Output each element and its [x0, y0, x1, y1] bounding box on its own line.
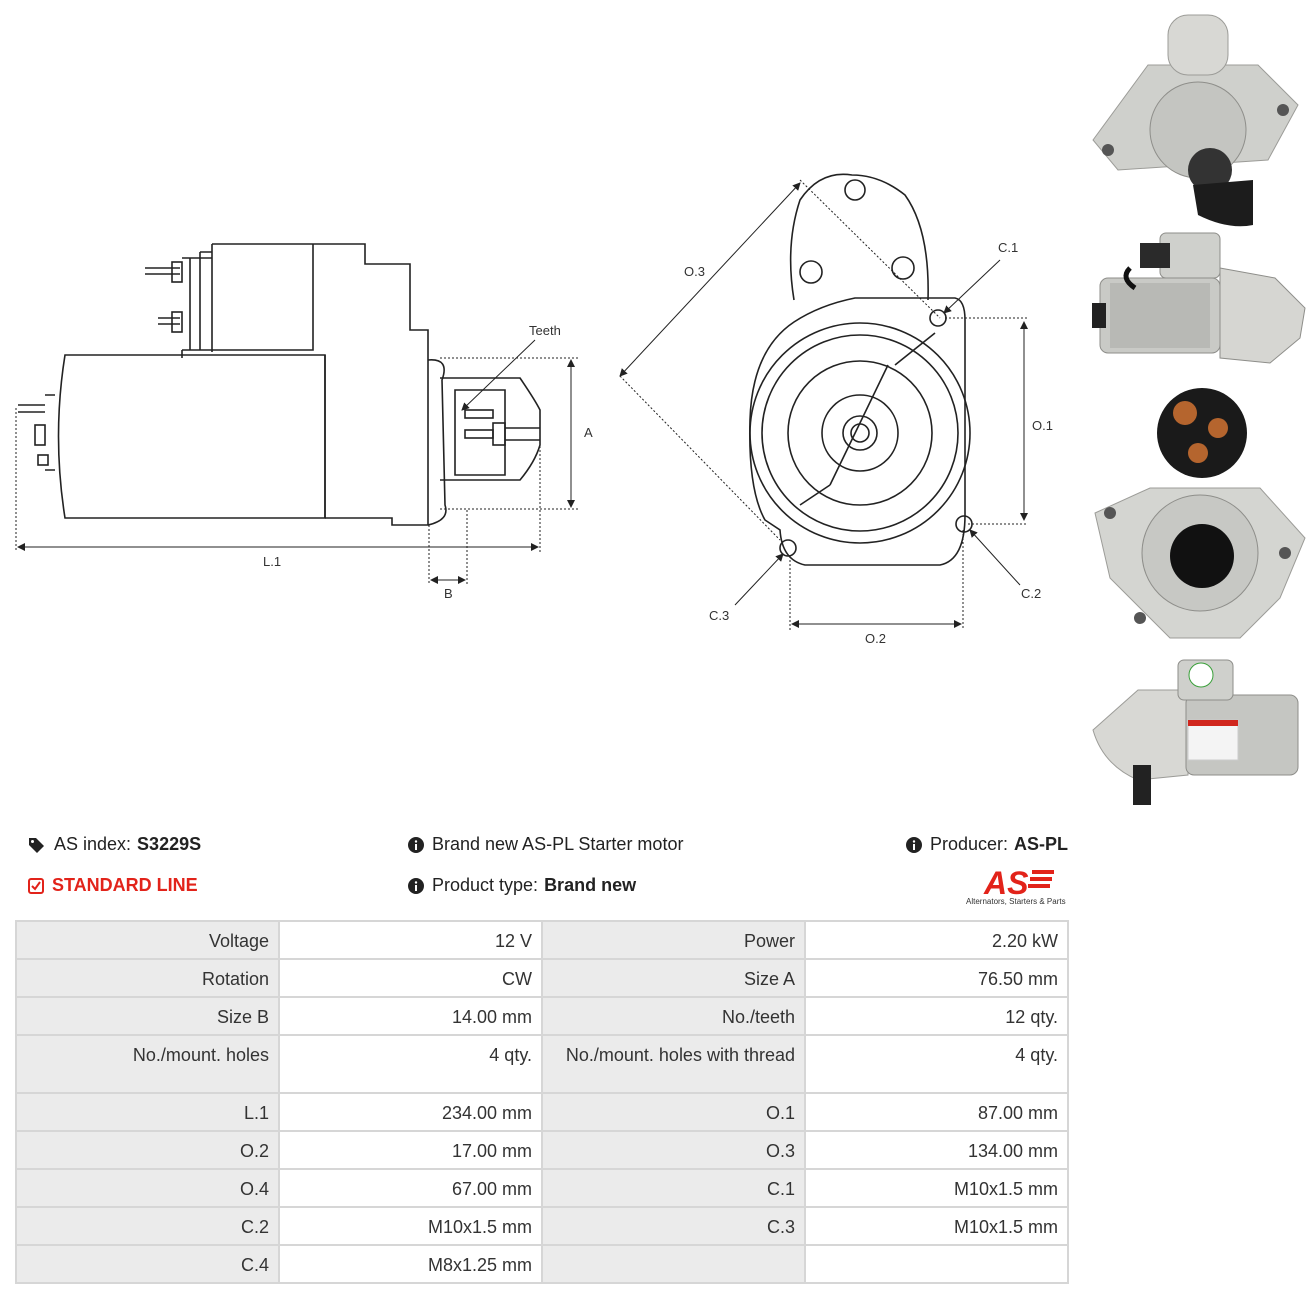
label-a: A	[584, 425, 593, 440]
spec-value: 234.00 mm	[278, 1092, 543, 1132]
product-photo-label	[1092, 659, 1299, 805]
label-b: B	[444, 586, 453, 601]
spec-value: 14.00 mm	[278, 996, 543, 1036]
checkbox-icon	[28, 877, 44, 894]
spec-label: No./mount. holes	[15, 1034, 280, 1094]
spec-value	[804, 1244, 1069, 1284]
spec-value: M10x1.5 mm	[804, 1168, 1069, 1208]
spec-value: M10x1.5 mm	[804, 1206, 1069, 1246]
as-index: AS index: S3229S	[28, 834, 201, 855]
spec-label	[541, 1244, 806, 1284]
spec-label: No./mount. holes with thread	[541, 1034, 806, 1094]
spec-label: No./teeth	[541, 996, 806, 1036]
standard-line-label: STANDARD LINE	[52, 875, 198, 895]
spec-label: L.1	[15, 1092, 280, 1132]
product-type-value: Brand new	[544, 875, 637, 895]
spec-label: O.4	[15, 1168, 280, 1208]
spec-value: 17.00 mm	[278, 1130, 543, 1170]
as-logo: AS	[983, 865, 1054, 901]
label-o2: O.2	[865, 631, 886, 646]
spec-label: C.1	[541, 1168, 806, 1208]
side-dimensions	[15, 339, 578, 585]
spec-label: O.1	[541, 1092, 806, 1132]
label-o3: O.3	[684, 264, 705, 279]
as-logo-subtitle: Alternators, Starters & Parts	[966, 897, 1066, 906]
tags-icon	[29, 837, 44, 853]
product-type: Product type: Brand new	[408, 875, 636, 896]
product-type-label: Product type:	[432, 875, 539, 895]
spec-value: 4 qty.	[278, 1034, 543, 1094]
spec-label: C.3	[541, 1206, 806, 1246]
as-index-value: S3229S	[137, 834, 202, 854]
spec-value: 67.00 mm	[278, 1168, 543, 1208]
spec-label: Power	[541, 920, 806, 960]
spec-value: 2.20 kW	[804, 920, 1069, 960]
spec-label: C.4	[15, 1244, 280, 1284]
technical-drawing: Teeth A L.1 B O.3 C.1 O	[15, 173, 1053, 646]
spec-value: M8x1.25 mm	[278, 1244, 543, 1284]
producer: Producer: AS-PL	[906, 834, 1068, 855]
spec-label: Rotation	[15, 958, 280, 998]
producer-value: AS-PL	[1014, 834, 1069, 854]
label-c3: C.3	[709, 608, 729, 623]
as-index-label: AS index:	[54, 834, 132, 854]
spec-value: 76.50 mm	[804, 958, 1069, 998]
spec-value: 12 V	[278, 920, 543, 960]
side-view	[18, 243, 541, 526]
label-c2: C.2	[1021, 586, 1041, 601]
label-c1: C.1	[998, 240, 1018, 255]
product-photo-front	[1092, 14, 1299, 227]
spec-label: Size B	[15, 996, 280, 1036]
info-icon	[906, 836, 922, 853]
product-photo-side	[1092, 232, 1306, 364]
as-logo-text: AS	[983, 865, 1029, 901]
label-l1: L.1	[263, 554, 281, 569]
spec-value: 4 qty.	[804, 1034, 1069, 1094]
spec-label: O.3	[541, 1130, 806, 1170]
spec-value: 87.00 mm	[804, 1092, 1069, 1132]
spec-label: Voltage	[15, 920, 280, 960]
spec-value: M10x1.5 mm	[278, 1206, 543, 1246]
producer-label: Producer:	[930, 834, 1009, 854]
product-photo-rear	[1094, 388, 1306, 639]
label-o1: O.1	[1032, 418, 1053, 433]
front-view	[748, 173, 973, 566]
spec-value: 134.00 mm	[804, 1130, 1069, 1170]
label-teeth: Teeth	[529, 323, 561, 338]
front-dimensions	[619, 179, 1028, 630]
spec-value: CW	[278, 958, 543, 998]
standard-line: STANDARD LINE	[28, 875, 198, 896]
spec-label: Size A	[541, 958, 806, 998]
info-icon	[408, 836, 424, 853]
spec-value: 12 qty.	[804, 996, 1069, 1036]
description: Brand new AS-PL Starter motor	[408, 834, 683, 855]
description-text: Brand new AS-PL Starter motor	[432, 834, 684, 854]
spec-label: O.2	[15, 1130, 280, 1170]
spec-label: C.2	[15, 1206, 280, 1246]
info-icon	[408, 877, 424, 894]
